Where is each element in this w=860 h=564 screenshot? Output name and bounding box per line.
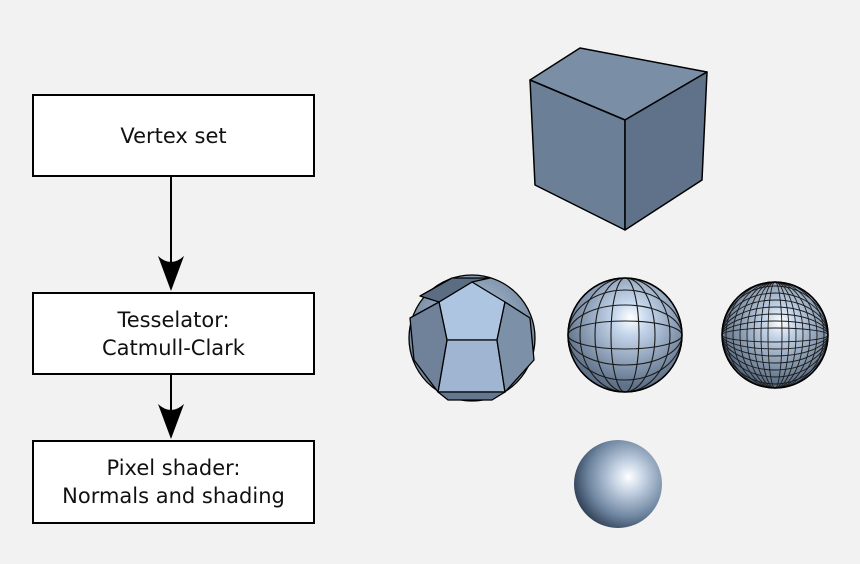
arrow-tesselator-to-shader [158, 375, 184, 439]
step-tesselator: Tesselator: Catmull-Clark [32, 292, 315, 375]
subdivision-level-3 [721, 281, 829, 389]
subdivision-level-1 [408, 274, 536, 402]
step-pixel-title: Pixel shader: [106, 456, 241, 480]
step-tesselator-title: Tesselator: [117, 307, 230, 332]
step-vertex-label: Vertex set [120, 123, 227, 148]
step-pixel-desc: Normals and shading [62, 484, 285, 508]
arrow-vertex-to-tesselator [158, 177, 184, 291]
step-pixel-shader: Pixel shader: Normals and shading [32, 440, 315, 524]
cube-base-mesh [529, 47, 708, 231]
smooth-shaded-sphere [574, 440, 662, 528]
step-tesselator-method: Catmull-Clark [102, 335, 245, 360]
step-vertex-set: Vertex set [32, 94, 315, 177]
subdivision-level-2 [567, 277, 683, 393]
